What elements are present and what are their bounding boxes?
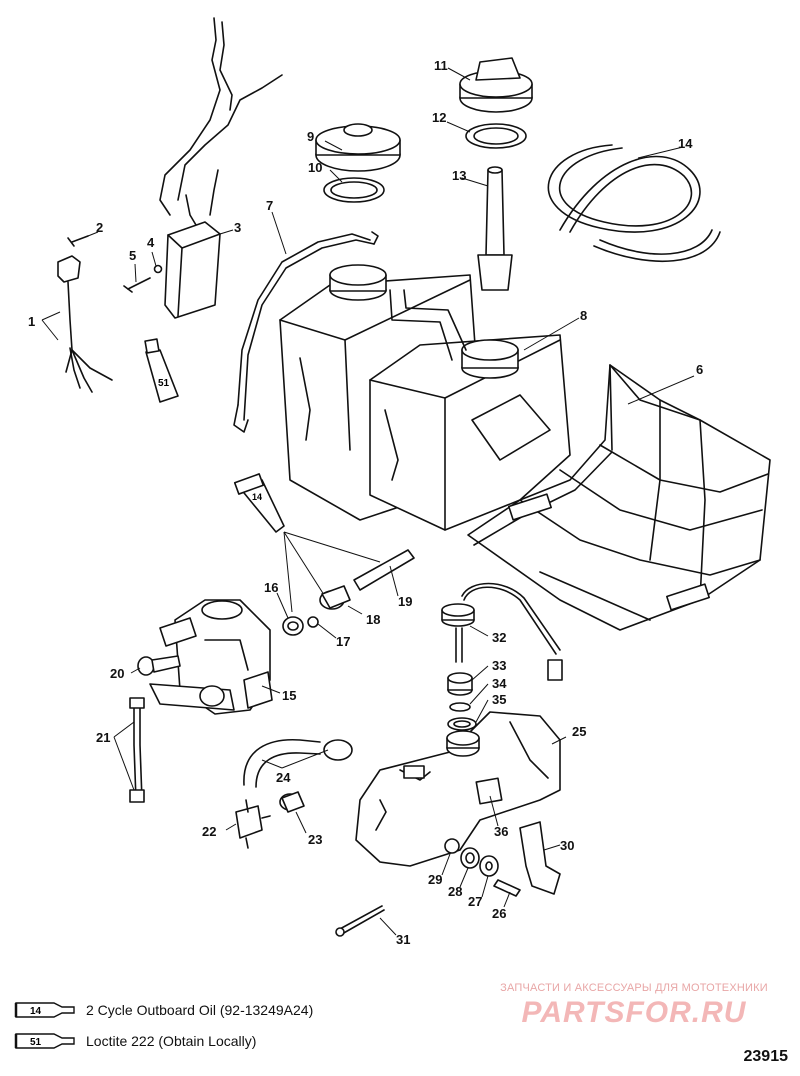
svg-text:14: 14 bbox=[30, 1006, 42, 1017]
callout-11: 11 bbox=[434, 58, 448, 73]
oil-reservoir bbox=[355, 711, 561, 867]
oil-tube-14: 14 bbox=[233, 473, 285, 533]
sealant-tube-51: 51 bbox=[144, 338, 179, 403]
oil-tube-icon: 14 bbox=[14, 1002, 75, 1018]
callout-1: 1 bbox=[28, 314, 35, 329]
callout-labels: 1 2 3 4 5 6 7 8 9 10 11 12 13 14 15 16 1… bbox=[28, 58, 703, 947]
legend-oil-text: 2 Cycle Outboard Oil (92-13249A24) bbox=[86, 1002, 314, 1018]
callout-13: 13 bbox=[452, 168, 466, 183]
control-module bbox=[164, 221, 221, 319]
callout-34: 34 bbox=[492, 676, 507, 691]
line-21 bbox=[129, 697, 145, 803]
oring-17 bbox=[307, 616, 319, 628]
callout-23: 23 bbox=[308, 832, 322, 847]
fitting-18 bbox=[319, 585, 351, 610]
pickup-tube bbox=[477, 166, 513, 291]
legend-loctite-text: Loctite 222 (Obtain Locally) bbox=[86, 1033, 257, 1049]
legend-item-oil: 14 2 Cycle Outboard Oil (92-13249A24) bbox=[14, 1000, 313, 1020]
oil-hose bbox=[547, 144, 721, 262]
cap-gasket bbox=[323, 177, 385, 203]
seal-16 bbox=[282, 616, 304, 636]
fitting-22 bbox=[235, 799, 271, 849]
screw-20 bbox=[137, 655, 181, 676]
callout-28: 28 bbox=[448, 884, 462, 899]
grommet-29 bbox=[444, 838, 460, 854]
callout-21: 21 bbox=[96, 730, 110, 745]
callout-19: 19 bbox=[398, 594, 412, 609]
callout-10: 10 bbox=[308, 160, 322, 175]
tank-tray bbox=[467, 364, 771, 631]
sender-cap bbox=[459, 57, 533, 113]
oil-pump bbox=[149, 599, 273, 715]
callout-14: 14 bbox=[678, 136, 693, 151]
callout-35: 35 bbox=[492, 692, 506, 707]
sender-32 bbox=[441, 582, 563, 681]
callout-8: 8 bbox=[580, 308, 587, 323]
sealant-tube-label: 51 bbox=[158, 378, 170, 389]
screw-26 bbox=[493, 879, 521, 897]
svg-text:51: 51 bbox=[30, 1037, 42, 1048]
filter-23 bbox=[279, 791, 305, 813]
washer-34-35 bbox=[447, 702, 477, 731]
callout-22: 22 bbox=[202, 824, 216, 839]
callout-3: 3 bbox=[234, 220, 241, 235]
callout-12: 12 bbox=[432, 110, 446, 125]
sealant-tube-icon: 51 bbox=[14, 1033, 75, 1049]
tube-leaders bbox=[283, 531, 381, 613]
fitting-19 bbox=[353, 549, 415, 591]
washer-27 bbox=[479, 855, 499, 877]
bushing-33 bbox=[447, 672, 473, 696]
callout-20: 20 bbox=[110, 666, 124, 681]
grommet-28 bbox=[460, 847, 480, 869]
hose-24 bbox=[243, 738, 353, 788]
legend-item-loctite: 51 Loctite 222 (Obtain Locally) bbox=[14, 1031, 256, 1051]
callout-30: 30 bbox=[560, 838, 574, 853]
dipstick-31 bbox=[335, 905, 385, 937]
callout-5: 5 bbox=[129, 248, 136, 263]
callout-25: 25 bbox=[572, 724, 586, 739]
callout-7: 7 bbox=[266, 198, 273, 213]
callout-29: 29 bbox=[428, 872, 442, 887]
callout-31: 31 bbox=[396, 932, 410, 947]
watermark: ЗАПЧАСТИ И АКСЕССУАРЫ ДЛЯ МОТОТЕХНИКИ PA… bbox=[484, 982, 784, 1030]
callout-9: 9 bbox=[307, 129, 314, 144]
elbow-30 bbox=[519, 821, 561, 895]
callout-2: 2 bbox=[96, 220, 103, 235]
callout-15: 15 bbox=[282, 688, 296, 703]
oil-tank bbox=[279, 264, 571, 531]
sender-gasket bbox=[465, 123, 527, 149]
screw-2 bbox=[67, 235, 89, 247]
fill-cap bbox=[315, 123, 401, 172]
callout-6: 6 bbox=[696, 362, 703, 377]
screw-5 bbox=[123, 277, 151, 293]
callout-27: 27 bbox=[468, 894, 482, 909]
diagram-number: 23915 bbox=[743, 1048, 789, 1065]
callout-18: 18 bbox=[366, 612, 380, 627]
callout-17: 17 bbox=[336, 634, 350, 649]
callout-33: 33 bbox=[492, 658, 506, 673]
washer-4 bbox=[153, 264, 163, 274]
callout-16: 16 bbox=[264, 580, 278, 595]
wiring-harness bbox=[159, 17, 283, 226]
callout-36: 36 bbox=[494, 824, 508, 839]
callout-32: 32 bbox=[492, 630, 506, 645]
tank-strap bbox=[233, 231, 379, 433]
ignition-lead bbox=[57, 255, 113, 393]
callout-4: 4 bbox=[147, 235, 155, 250]
watermark-logo: PARTSFOR.RU bbox=[521, 996, 747, 1029]
watermark-tagline: ЗАПЧАСТИ И АКСЕССУАРЫ ДЛЯ МОТОТЕХНИКИ bbox=[500, 982, 768, 994]
callout-24: 24 bbox=[276, 770, 291, 785]
callout-leaders bbox=[41, 67, 695, 936]
callout-26: 26 bbox=[492, 906, 506, 921]
oil-tube-label: 14 bbox=[252, 492, 262, 502]
